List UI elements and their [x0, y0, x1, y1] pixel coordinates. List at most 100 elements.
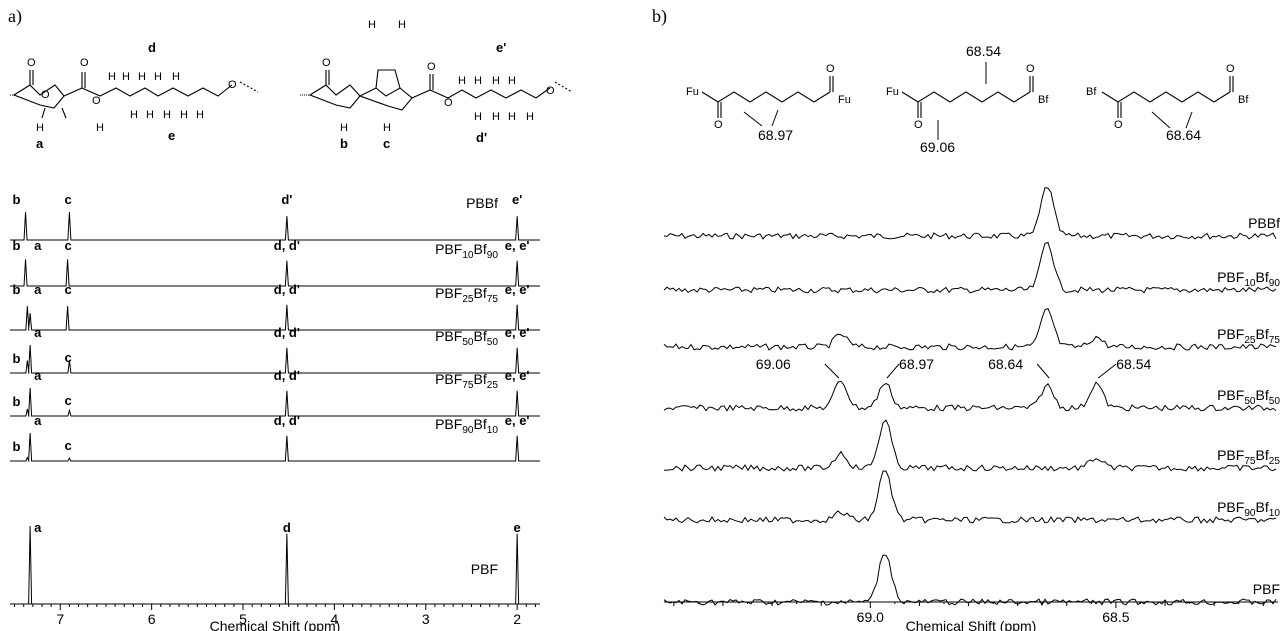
- series-label: PBF10Bf90: [1217, 269, 1280, 289]
- atom-h: H: [368, 19, 376, 31]
- peak-annotation: 68.54: [1116, 356, 1151, 372]
- spectrum-line: [10, 344, 540, 374]
- atom-h: H: [383, 122, 391, 134]
- peak-label-a: a: [34, 413, 42, 428]
- series-label: PBF75Bf25: [435, 371, 498, 391]
- peak-label-b: b: [13, 394, 21, 409]
- x-tick-label: 5: [239, 611, 247, 627]
- atom-h: H: [474, 111, 482, 123]
- peak-label-a: a: [34, 282, 42, 297]
- atom-h: H: [172, 71, 180, 83]
- proton-label-dp: d': [476, 130, 487, 145]
- spectrum-line: [10, 432, 540, 462]
- peak-label-c: c: [64, 350, 71, 365]
- atom-o: O: [427, 61, 436, 73]
- panel-label-a: a): [8, 6, 22, 27]
- atom-h: H: [508, 111, 516, 123]
- group-bf: Bf: [1086, 86, 1097, 98]
- annotation-arrow: [824, 363, 840, 379]
- spectrum-line: [10, 387, 540, 417]
- proton-label-e: e: [168, 128, 175, 143]
- spectrum-PBF75Bf25: PBF75Bf25: [663, 419, 1280, 472]
- group-fu: Fu: [838, 94, 851, 106]
- group-bf: Bf: [1238, 94, 1249, 106]
- series-label: PBF50Bf50: [435, 328, 498, 348]
- series-label: PBF90Bf10: [435, 416, 498, 436]
- group-fu: Fu: [686, 86, 699, 98]
- atom-h: H: [508, 75, 516, 87]
- peak-label-e: e, e': [505, 282, 530, 297]
- peak-label-a: a: [34, 238, 42, 253]
- proton-label-c: c: [383, 136, 390, 151]
- series-label: PBBf: [1248, 215, 1280, 231]
- atom-o: O: [444, 97, 453, 109]
- annotation-arrow: [886, 363, 900, 379]
- series-label: PBBf: [466, 195, 498, 211]
- peak-label-e: e, e': [505, 368, 530, 383]
- spectrum-line: [663, 307, 1277, 351]
- structure-pbbf-labels: O O O O H H H H H H H H H H H H b c e' d…: [322, 19, 555, 151]
- x-tick-label: 68.5: [1102, 609, 1129, 625]
- proton-label-ep: e': [496, 40, 506, 55]
- series-label: PBF: [471, 561, 498, 577]
- spectrum-PBF90Bf10: PBF90Bf10: [663, 470, 1280, 524]
- atom-o: O: [914, 119, 923, 131]
- atom-o: O: [322, 57, 331, 69]
- x-tick-label: 6: [148, 611, 156, 627]
- spectrum-line: [663, 241, 1277, 294]
- shift-label: 68.97: [758, 127, 793, 143]
- structure-pbf-labels: O O O O O H H H H H H H H H H H H a d e: [27, 40, 237, 151]
- peak-label-e: e: [514, 520, 521, 535]
- atom-h: H: [492, 111, 500, 123]
- peak-label-d: d, d': [274, 238, 300, 253]
- x-tick-label: 3: [422, 611, 430, 627]
- spectrum-line: [663, 470, 1277, 524]
- peak-label-d: d, d': [274, 325, 300, 340]
- peak-label-e: e, e': [505, 238, 530, 253]
- spectrum-line: [663, 187, 1277, 240]
- peak-label-c: c: [64, 438, 71, 453]
- atom-h: H: [163, 109, 171, 121]
- peak-label-d: d: [283, 520, 291, 535]
- spectrum-line: [663, 380, 1277, 412]
- spectrum-line: [663, 554, 1277, 607]
- x-tick-label: 2: [513, 611, 521, 627]
- peak-label-b: b: [13, 439, 21, 454]
- series-label: PBF25Bf75: [1217, 326, 1280, 346]
- peak-label-c: c: [64, 192, 71, 207]
- spectrum-line: [10, 525, 540, 605]
- atom-h: H: [340, 122, 348, 134]
- atom-o: O: [228, 79, 237, 91]
- peak-label-c: c: [64, 238, 71, 253]
- series-label: PBF90Bf10: [1217, 499, 1280, 519]
- series-label: PBF10Bf90: [435, 241, 498, 261]
- shift-label: 68.64: [1166, 127, 1201, 143]
- proton-label-b: b: [340, 136, 348, 151]
- atom-o: O: [546, 85, 555, 97]
- atom-h: H: [36, 122, 44, 134]
- annotation-arrow: [1097, 363, 1117, 379]
- atom-o: O: [27, 57, 36, 69]
- group-bf: Bf: [1038, 94, 1049, 106]
- spectrum-PBF10Bf90: PBF10Bf90: [663, 241, 1280, 294]
- series-label: PBF: [1253, 581, 1280, 597]
- x-axis-label: Chemical Shift (ppm): [210, 618, 341, 631]
- atom-o: O: [1226, 63, 1235, 75]
- peak-label-e: e, e': [505, 413, 530, 428]
- atom-h: H: [458, 75, 466, 87]
- structures-13c-labels: Fu Fu Fu Bf Bf Bf O O O O O O 68.97 69.0…: [686, 43, 1249, 155]
- series-label: PBF75Bf25: [1217, 447, 1280, 467]
- panel-label-b: b): [652, 6, 667, 27]
- shift-label: 68.54: [966, 43, 1001, 59]
- spectrum-PBF: PBF: [663, 554, 1280, 607]
- shift-label: 69.06: [920, 139, 955, 155]
